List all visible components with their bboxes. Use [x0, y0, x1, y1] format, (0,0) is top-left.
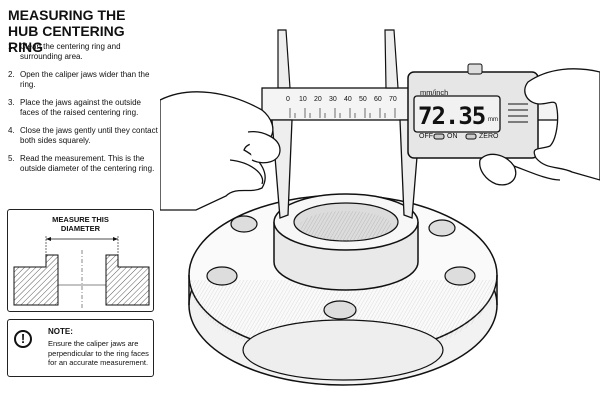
step-item: 4.Close the jaws gently until they conta… [8, 126, 158, 145]
note-title: NOTE: [48, 327, 73, 336]
zero-label: ZERO [479, 133, 499, 140]
unit-label: mm/inch [420, 88, 449, 97]
reading-unit: mm [488, 117, 498, 123]
zero-button [465, 133, 477, 140]
digital-caliper [261, 29, 593, 219]
caliper-hub-illustration [160, 29, 600, 386]
step-item: 2.Open the caliper jaws wider than the r… [8, 70, 150, 89]
note-text: Ensure the caliper jaws are perpendicula… [48, 339, 149, 367]
hub-section-drawing [13, 236, 150, 310]
note-box: ! NOTE: Ensure the caliper jaws are perp… [7, 319, 154, 377]
off-on-button [433, 133, 445, 140]
centering-ring [273, 193, 419, 291]
on-label: ON [447, 133, 458, 140]
step-item: 5.Read the measurement. This is the outs… [8, 154, 155, 173]
exclamation-icon: ! [14, 330, 32, 348]
instruction-steps: 1.Clean the centering ring and surroundi… [8, 42, 158, 182]
step-item: 3.Place the jaws against the outside fac… [8, 98, 141, 117]
page-title: MEASURING THE HUB CENTERING RING [8, 7, 126, 55]
off-label: OFF [419, 133, 433, 140]
right-hand [479, 68, 600, 186]
cross-section-title: MEASURE THIS DIAMETER [52, 215, 109, 233]
cross-section-diagram: MEASURE THIS DIAMETER [7, 209, 154, 312]
left-hand [160, 91, 281, 211]
bolt-holes [206, 215, 476, 320]
step-item: 1.Clean the centering ring and surroundi… [8, 42, 121, 61]
lcd-reading: 72.35 [418, 102, 486, 130]
